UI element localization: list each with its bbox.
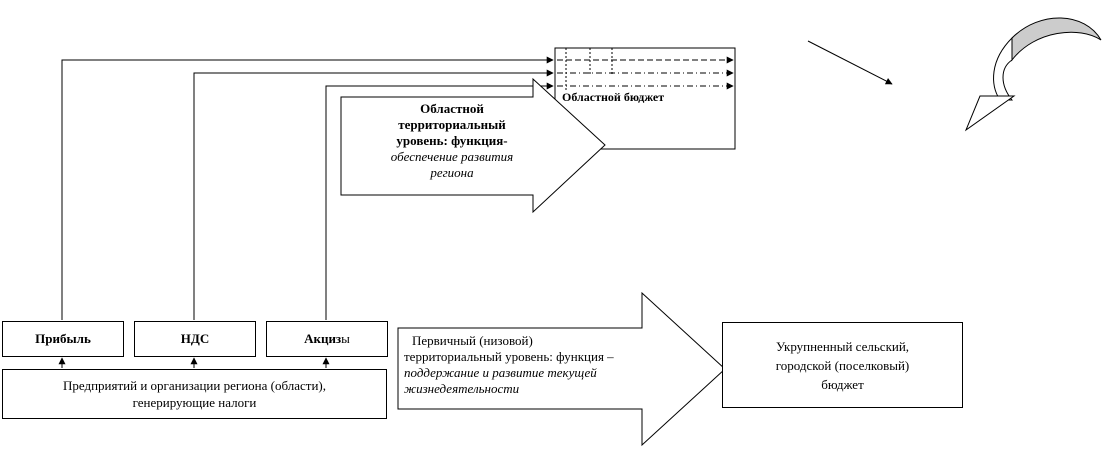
- regional-level-line1: Областной: [420, 101, 484, 116]
- local-budget-line1: Укрупненный сельский,: [775, 338, 910, 354]
- enterprises-line1: Предприятий и организации региона (облас…: [63, 378, 326, 393]
- budget-box-grid: [565, 48, 613, 90]
- regional-level-line2: территориальный: [398, 117, 506, 132]
- primary-level-line1: Первичный (низовой): [412, 333, 533, 348]
- regional-level-line3: уровень: функция-: [396, 133, 508, 148]
- profit-box: Прибыль: [2, 321, 124, 357]
- profit-flow-line: [61, 56, 554, 320]
- vat-box: НДС: [134, 321, 256, 357]
- regional-budget-label: Областной бюджет: [562, 90, 702, 105]
- enterprises-line2: генерирующие налоги: [132, 395, 257, 410]
- regional-level-text: Областной территориальный уровень: функц…: [352, 101, 552, 181]
- primary-level-line2: территориальный уровень: функция –: [404, 349, 614, 364]
- excise-label-tail: ы: [341, 331, 350, 346]
- profit-label: Прибыль: [35, 331, 91, 346]
- excise-box: Акцизы: [266, 321, 388, 357]
- primary-level-line3: поддержание и развитие текущей: [404, 365, 597, 380]
- vat-flow-line: [193, 69, 554, 320]
- curved-arrow-icon: [964, 17, 1102, 132]
- diagonal-arrow: [807, 40, 893, 85]
- local-budget-line2: городской (поселковый): [775, 357, 910, 373]
- local-budget-box: Укрупненный сельский, городской (поселко…: [722, 322, 963, 408]
- excise-label-bold: Акциз: [304, 331, 342, 346]
- excise-flow-line: [325, 82, 554, 320]
- regional-level-line4: обеспечение развития: [390, 149, 514, 164]
- regional-level-arrow: [340, 77, 606, 214]
- excise-label: Акцизы: [304, 331, 350, 347]
- enterprises-box: Предприятий и организации региона (облас…: [2, 369, 387, 419]
- primary-level-text: Первичный (низовой) территориальный уров…: [404, 333, 664, 397]
- local-budget-line3: бюджет: [821, 376, 864, 392]
- primary-level-arrow: [397, 291, 726, 447]
- primary-level-line4: жизнедеятельности: [404, 381, 520, 396]
- regional-level-line5: региона: [430, 165, 474, 180]
- vat-label: НДС: [180, 331, 210, 346]
- regional-budget-text: Областной бюджет: [562, 90, 665, 104]
